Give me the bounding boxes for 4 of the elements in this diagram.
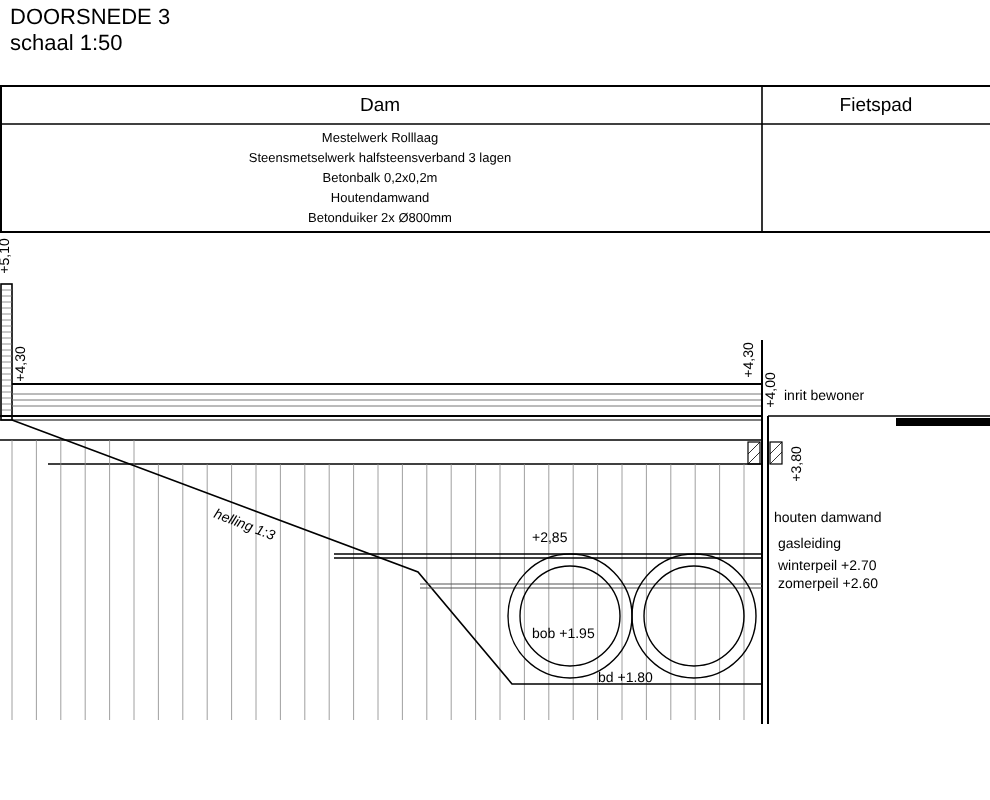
column-header: Dam: [359, 96, 401, 116]
column-header: Fietspad: [839, 96, 913, 116]
scale-note: schaal 1:50: [10, 34, 123, 56]
drawing-title: DOORSNEDE 3: [10, 8, 171, 30]
